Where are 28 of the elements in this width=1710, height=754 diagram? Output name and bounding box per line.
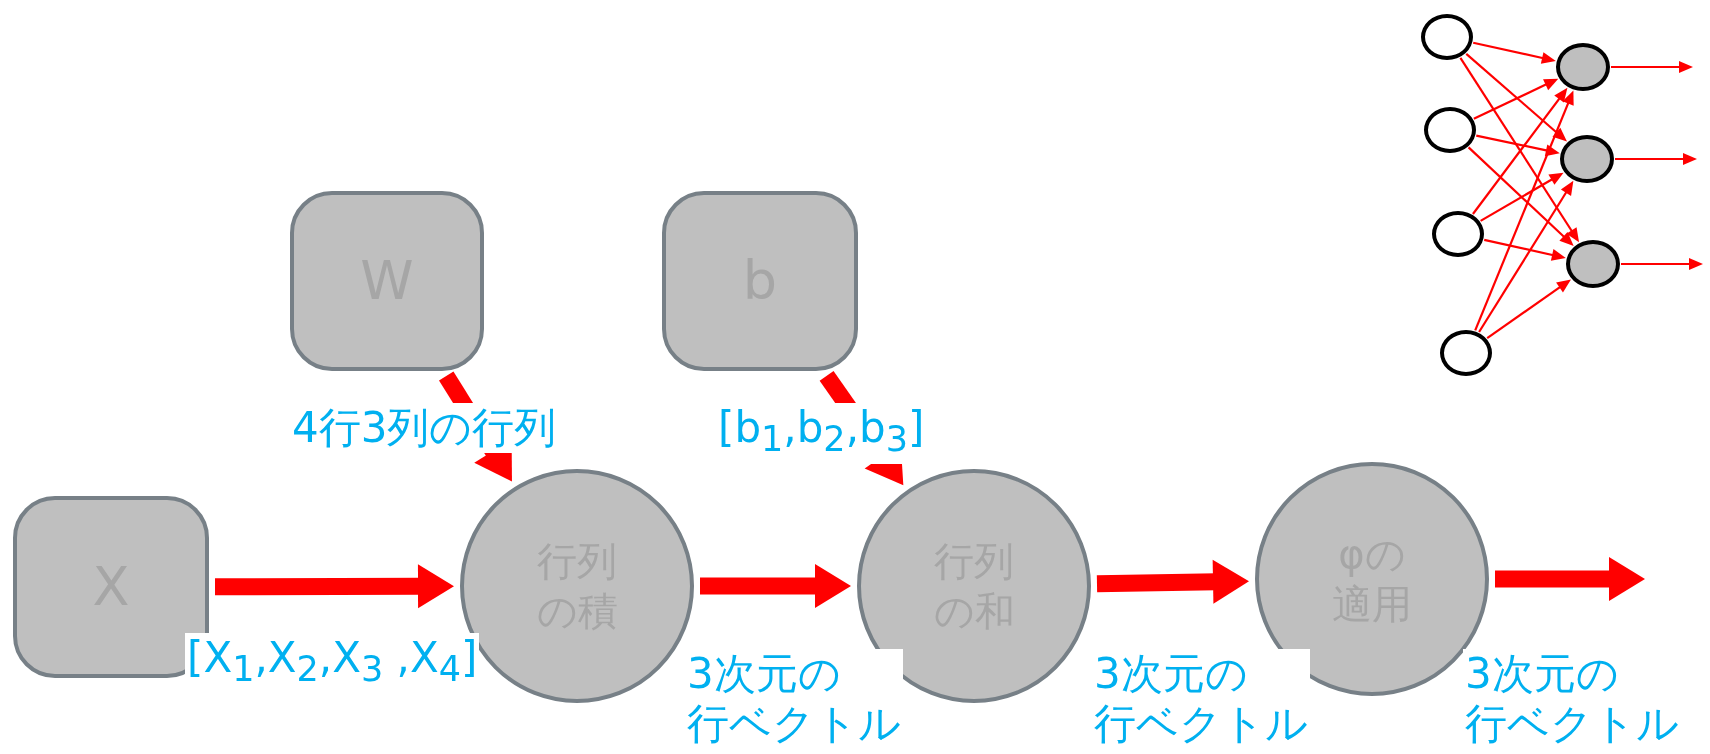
arrow	[1096, 559, 1249, 604]
neuron-circle	[1440, 330, 1492, 376]
arrow	[1478, 180, 1574, 333]
arrow	[1615, 153, 1697, 165]
rounded-box	[662, 191, 858, 371]
arrow	[1486, 279, 1571, 340]
arrow	[1465, 52, 1567, 142]
arrow	[1459, 57, 1580, 243]
arrow	[1483, 238, 1566, 261]
arrow	[1472, 41, 1556, 64]
neuron-circle	[1566, 240, 1620, 288]
rounded-box	[290, 191, 484, 371]
arrow	[1611, 61, 1693, 73]
arrow	[1467, 146, 1574, 246]
arrow	[1495, 557, 1645, 601]
neuron-circle	[1421, 14, 1473, 60]
arrow	[700, 564, 851, 608]
neuron-circle	[1424, 107, 1476, 153]
arrow	[1621, 258, 1703, 270]
arrow	[214, 564, 454, 609]
arrow	[1480, 172, 1564, 222]
neuron-circle	[1432, 211, 1484, 257]
arrow	[1473, 78, 1559, 120]
neuron-circle	[1556, 43, 1610, 91]
arrow	[1474, 90, 1574, 331]
arrow	[1476, 134, 1560, 157]
arrow	[1472, 87, 1568, 215]
neuron-circle	[1560, 135, 1614, 183]
